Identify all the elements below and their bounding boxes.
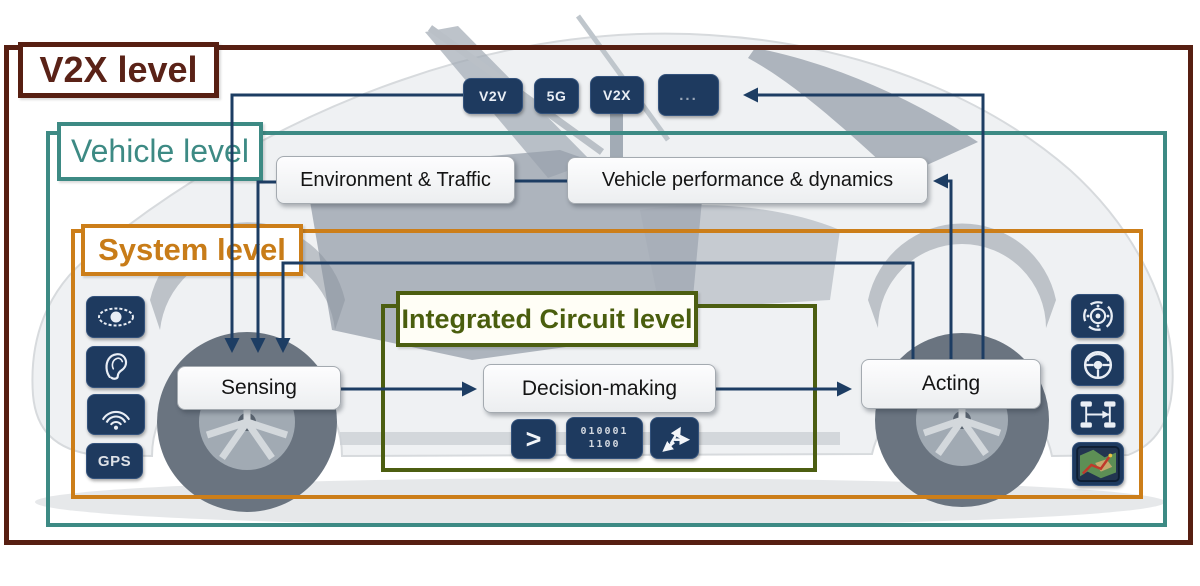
chip-v2x-label: V2X (603, 87, 631, 103)
chip-radio-sensor (87, 394, 145, 435)
level-label-integrated-circuit-text: Integrated Circuit level (401, 303, 693, 334)
chip-v2v-label: V2V (479, 88, 507, 104)
block-decision-making: Decision-making (483, 364, 716, 413)
level-label-vehicle-text: Vehicle level (71, 133, 249, 169)
navigation-map-icon (1076, 446, 1120, 482)
level-label-v2x: V2X level (18, 42, 219, 98)
arrow-acting-to-sensing-feedback (275, 261, 915, 360)
level-box-system (71, 229, 1143, 499)
branch-arrows-icon (661, 426, 690, 452)
chip-more-protocols-label: ... (679, 86, 698, 104)
arrow-acting-to-performance (933, 173, 953, 360)
chip-v2v: V2V (463, 78, 523, 114)
binary-code-line1: 010001 (580, 425, 629, 437)
chassis-axle-icon (1080, 401, 1115, 428)
chip-compare-operator: > (511, 419, 556, 459)
brake-disc-icon (1082, 301, 1113, 331)
level-label-integrated-circuit: Integrated Circuit level (396, 291, 698, 347)
level-label-system: System level (81, 224, 303, 276)
block-vehicle-performance-dynamics: Vehicle performance & dynamics (567, 157, 928, 204)
chip-audio-sensor (86, 346, 145, 388)
level-box-vehicle (46, 131, 1167, 527)
chip-branch-paths (650, 417, 699, 459)
level-label-vehicle: Vehicle level (57, 122, 263, 181)
chip-camera-sensor (86, 296, 145, 338)
chip-5g-label: 5G (546, 88, 567, 104)
chip-chassis-actuator (1071, 394, 1124, 435)
binary-code-line2: 1100 (588, 439, 621, 450)
block-sensing: Sensing (177, 366, 341, 410)
gps-text: GPS (97, 452, 132, 470)
ear-icon (104, 353, 127, 380)
chip-5g: 5G (534, 78, 579, 114)
steering-wheel-icon (1083, 350, 1112, 380)
chip-more-protocols: ... (658, 74, 719, 116)
level-label-v2x-text: V2X level (39, 49, 198, 90)
chip-binary-code: 010001 1100 (566, 417, 643, 459)
chip-brake-actuator (1071, 294, 1124, 338)
arrow-comm-chips-to-sensing (224, 93, 463, 353)
block-environment-traffic: Environment & Traffic (276, 156, 515, 204)
chip-v2x: V2X (590, 76, 644, 114)
arrow-acting-to-comm-chips (743, 87, 985, 360)
arrow-environment-to-sensing (250, 180, 277, 353)
level-box-v2x (4, 45, 1193, 545)
level-label-system-text: System level (98, 232, 286, 267)
block-acting: Acting (861, 359, 1041, 409)
chip-navigation-actuator (1072, 442, 1124, 486)
chip-steering-actuator (1071, 344, 1124, 386)
eye-icon (97, 307, 134, 327)
chip-gps-sensor: GPS (86, 443, 143, 479)
greater-than-text: > (525, 423, 542, 454)
radar-waves-icon (101, 410, 131, 430)
